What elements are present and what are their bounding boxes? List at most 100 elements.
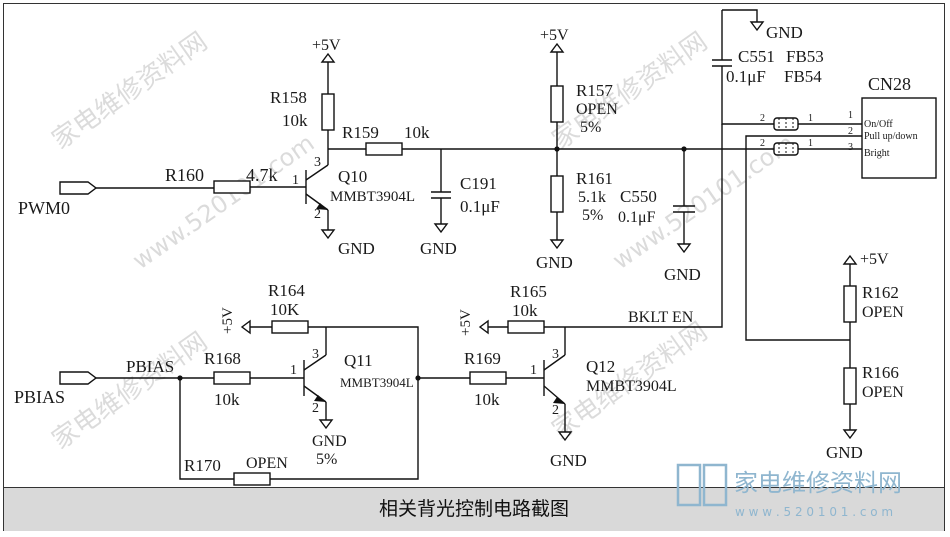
- fb54-pin2: 2: [760, 138, 765, 149]
- watermark-cn: 家电维修资料网: [47, 27, 213, 156]
- r170-value: OPEN: [246, 455, 288, 472]
- cn28-pull: Pull up/down: [864, 131, 918, 142]
- c550-label: C550: [620, 187, 657, 206]
- c551-label: C551: [738, 47, 775, 66]
- cn28-pin1: 1: [848, 110, 853, 121]
- fb53-pin2: 2: [760, 113, 765, 124]
- q12-part: MMBT3904L: [586, 378, 677, 395]
- c550-gnd-label: GND: [664, 265, 701, 284]
- resistor-r169: [469, 371, 507, 385]
- q12-pin1: 1: [530, 363, 537, 378]
- transistor-q12: 1 3 2 Q12 MMBT3904L: [530, 347, 677, 418]
- connector-cn28: CN28 1 2 3 On/Off Pull up/down Bright: [848, 74, 937, 179]
- c191-value: 0.1μF: [460, 197, 500, 216]
- r157-vcc-label: +5V: [540, 27, 569, 44]
- r166-label: R166: [862, 363, 899, 382]
- cn28-on-off: On/Off: [864, 119, 893, 130]
- resistor-r168: [213, 371, 251, 385]
- vcc-arrow-q10: [320, 52, 336, 63]
- q12-gnd-label: GND: [550, 451, 587, 470]
- q10-label: Q10: [338, 167, 367, 186]
- q12-pin3: 3: [552, 347, 559, 362]
- q10-gnd-label: GND: [338, 239, 375, 258]
- q12-pin2: 2: [552, 403, 559, 418]
- vcc-arrow-r162: [842, 254, 858, 265]
- r164-label: R164: [268, 281, 305, 300]
- diagram-frame: [3, 3, 945, 531]
- q11-pin1: 1: [290, 363, 297, 378]
- r166-gnd-label: GND: [826, 443, 863, 462]
- r161-value: 5.1k: [578, 189, 606, 206]
- gnd-arrow-c551: [749, 21, 765, 32]
- transistor-q10: 1 3 2 Q10 MMBT3904L: [292, 155, 415, 222]
- r169-value: 10k: [474, 390, 500, 409]
- q10-pin3: 3: [314, 155, 321, 170]
- gnd-arrow-c191: [433, 223, 449, 234]
- diagram-caption: 相关背光控制电路截图: [378, 498, 569, 520]
- q11-pin2: 2: [312, 401, 319, 416]
- resistor-r165: [507, 320, 545, 334]
- resistor-r170: [233, 472, 271, 486]
- r168-label: R168: [204, 349, 241, 368]
- q11-part: MMBT3904L: [340, 375, 414, 390]
- r160-value: 4.7k: [246, 165, 278, 185]
- cn28-label: CN28: [868, 74, 911, 94]
- gnd-arrow-r161: [549, 239, 565, 250]
- gnd-arrow-q11: [318, 419, 334, 430]
- resistor-r166: [843, 367, 857, 405]
- vcc-arrow-q12: [478, 319, 489, 335]
- watermark-url: www.520101.com: [127, 129, 319, 275]
- watermark-cn: 家电维修资料网: [47, 327, 213, 456]
- resistor-r157: [550, 85, 564, 123]
- r165-label: R165: [510, 282, 547, 301]
- c550-value: 0.1μF: [618, 209, 656, 226]
- q10-pin1: 1: [292, 173, 299, 188]
- pbias-label: PBIAS: [14, 387, 65, 407]
- resistor-r162: [843, 285, 857, 323]
- resistor-r164: [271, 320, 309, 334]
- gnd-arrow-c550: [676, 243, 692, 254]
- cn28-pin3: 3: [848, 142, 853, 153]
- q11-pin3: 3: [312, 347, 319, 362]
- gnd-arrow-q12: [557, 431, 573, 442]
- ferrite-fb54: 2 1: [760, 138, 813, 156]
- pbias-connector: PBIAS PBIAS: [14, 357, 174, 407]
- pwm0-connector: PWM0: [18, 181, 98, 218]
- q12-vcc-label: +5V: [458, 309, 474, 336]
- q10-part: MMBT3904L: [330, 189, 415, 205]
- q11-vcc-label: +5V: [220, 307, 236, 334]
- cn28-pin2: 2: [848, 126, 853, 137]
- r162-vcc-label: +5V: [860, 251, 889, 268]
- r169-label: R169: [464, 349, 501, 368]
- r158-value: 10k: [282, 111, 308, 130]
- r162-value: OPEN: [862, 304, 904, 321]
- r158-label: R158: [270, 88, 307, 107]
- r161-label: R161: [576, 169, 613, 188]
- fb53-pin1: 1: [808, 113, 813, 124]
- r157-value: OPEN: [576, 101, 618, 118]
- resistor-r158: [321, 93, 335, 131]
- vcc-arrow-r157: [549, 42, 565, 53]
- c191-gnd-label: GND: [420, 239, 457, 258]
- cn28-bright: Bright: [864, 148, 890, 159]
- resistor-r159: [365, 142, 403, 156]
- fb54-pin1: 1: [808, 138, 813, 149]
- fb54-label: FB54: [784, 67, 822, 86]
- c191-label: C191: [460, 174, 497, 193]
- r162-label: R162: [862, 283, 899, 302]
- r166-value: OPEN: [862, 384, 904, 401]
- r160-label: R160: [165, 165, 204, 185]
- r168-value: 10k: [214, 390, 240, 409]
- r164-value: 10K: [270, 300, 300, 319]
- resistor-r161: [550, 175, 564, 213]
- bklt-en-label: BKLT EN: [628, 309, 694, 326]
- r157-tolerance: 5%: [580, 119, 601, 136]
- c551-gnd-label: GND: [766, 23, 803, 42]
- r170-tolerance: 5%: [316, 451, 337, 468]
- r159-label: R159: [342, 123, 379, 142]
- fb53-label: FB53: [786, 47, 824, 66]
- q12-label: Q12: [586, 357, 615, 376]
- ferrite-fb53: 2 1: [760, 113, 813, 131]
- caption-bar: 相关背光控制电路截图: [4, 487, 944, 531]
